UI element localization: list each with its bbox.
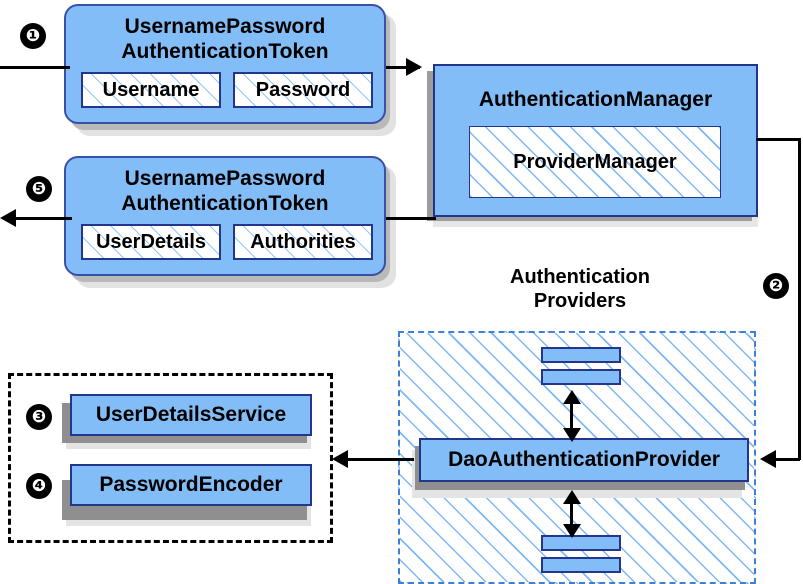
dependencies-container (8, 373, 333, 543)
outgoing-response-arrowhead (0, 209, 16, 227)
response-token-slot-userdetails: UserDetails (81, 224, 221, 260)
dao-authentication-provider-box: DaoAuthenticationProvider (419, 438, 749, 482)
provider-placeholder-bottom-1 (541, 535, 621, 551)
provider-link-bottom-arrow-up (563, 490, 581, 504)
provider-link-top-arrow-down (563, 428, 581, 442)
authentication-providers-title-line2: Providers (533, 290, 627, 312)
provider-placeholder-top-1 (541, 347, 621, 363)
authentication-providers-title-line1: Authentication (510, 266, 650, 288)
provider-to-dependencies-arrowhead (332, 450, 348, 468)
manager-to-provider-vertical-line (798, 138, 801, 460)
response-token-title-line1: UsernamePassword (124, 167, 326, 190)
token-to-manager-line (386, 66, 420, 69)
provider-entry-arrowhead (760, 450, 776, 468)
badge-step-2: ❷ (763, 273, 789, 299)
provider-entry-line (768, 458, 800, 461)
request-token-title-line1: UsernamePassword (124, 15, 326, 38)
request-token-card: UsernamePassword AuthenticationToken Use… (64, 4, 386, 124)
provider-link-top-arrow-up (563, 390, 581, 404)
manager-to-response-token-line (386, 217, 436, 220)
userdetailsservice-box: UserDetailsService (70, 394, 312, 436)
badge-step-3: ❸ (26, 404, 52, 430)
provider-link-bottom-line (570, 494, 573, 530)
response-token-slot-authorities: Authorities (233, 224, 373, 260)
authentication-manager-box: AuthenticationManager ProviderManager (433, 64, 758, 217)
badge-step-5: ❺ (26, 176, 52, 202)
request-token-slot-username: Username (81, 72, 221, 108)
token-to-manager-arrowhead (406, 58, 422, 76)
badge-step-4: ❹ (26, 473, 52, 499)
incoming-request-line (0, 66, 70, 69)
provider-link-bottom-arrow-down (563, 524, 581, 538)
passwordencoder-box: PasswordEncoder (70, 464, 312, 506)
authentication-manager-title: AuthenticationManager (478, 88, 713, 111)
provider-link-top-line (570, 394, 573, 434)
manager-exit-line (756, 138, 801, 141)
provider-to-dependencies-line (348, 458, 414, 461)
response-token-card: UsernamePassword AuthenticationToken Use… (64, 156, 386, 276)
authentication-providers-title: Authentication Providers (468, 265, 692, 313)
provider-placeholder-bottom-2 (541, 557, 621, 573)
outgoing-response-line (16, 217, 72, 220)
request-token-slot-password: Password (233, 72, 373, 108)
provider-manager-box: ProviderManager (469, 126, 721, 198)
request-token-title-line2: AuthenticationToken (121, 40, 329, 63)
badge-step-1: ❶ (20, 23, 46, 49)
response-token-title-line2: AuthenticationToken (121, 192, 329, 215)
provider-placeholder-top-2 (541, 369, 621, 385)
